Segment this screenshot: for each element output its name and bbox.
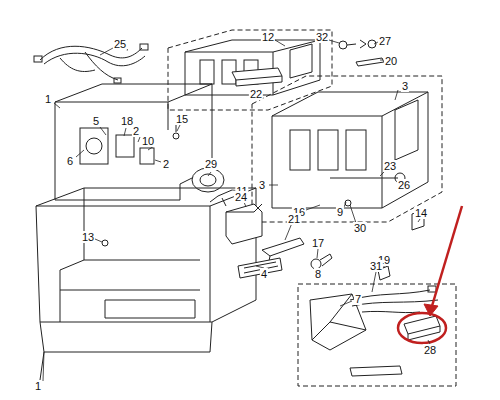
control-panel — [272, 92, 428, 230]
callout-number: 8 — [314, 268, 322, 280]
callout-number: 4 — [260, 268, 268, 280]
callout-number: 24 — [234, 191, 248, 203]
callout-number: 12 — [261, 31, 275, 43]
callout-number: 1 — [34, 380, 42, 392]
callout-number: 2 — [132, 125, 140, 137]
wire-harness — [34, 44, 148, 83]
callout-number: 20 — [384, 55, 398, 67]
callout-number: 30 — [353, 222, 367, 234]
callout-number: 14 — [414, 207, 428, 219]
callout-number: 1 — [44, 93, 52, 105]
callout-number: 10 — [141, 135, 155, 147]
group-box — [298, 284, 456, 386]
callout-number: 32 — [315, 31, 329, 43]
callout-number: 3 — [258, 179, 266, 191]
upper-housing — [55, 84, 212, 200]
group-box — [252, 76, 442, 222]
hinge-part — [404, 316, 440, 340]
callout-number: 31 — [369, 260, 383, 272]
callout-number: 13 — [81, 231, 95, 243]
callout-number: 7 — [354, 293, 362, 305]
callout-number: 17 — [311, 237, 325, 249]
callout-number: 2 — [162, 158, 170, 170]
highlight-circle — [398, 313, 446, 343]
highlight-arrowhead — [424, 304, 438, 316]
callout-number: 15 — [175, 113, 189, 125]
callout-number: 3 — [401, 80, 409, 92]
callout-number: 5 — [92, 115, 100, 127]
callout-number: 26 — [397, 179, 411, 191]
duct-parts — [226, 204, 304, 278]
callout-number: 29 — [204, 158, 218, 170]
trim-part — [232, 68, 282, 86]
callout-number: 23 — [383, 160, 397, 172]
callout-number: 25 — [113, 38, 127, 50]
callout-number: 27 — [378, 35, 392, 47]
fan-parts — [192, 168, 232, 206]
highlight-arrow — [432, 206, 462, 306]
callout-number: 28 — [423, 344, 437, 356]
leader-lines — [43, 40, 430, 381]
cabinet-liner — [36, 188, 256, 380]
callout-number: 6 — [66, 155, 74, 167]
callout-number: 9 — [336, 206, 344, 218]
callout-number: 21 — [287, 213, 301, 225]
callout-number: 22 — [249, 88, 263, 100]
